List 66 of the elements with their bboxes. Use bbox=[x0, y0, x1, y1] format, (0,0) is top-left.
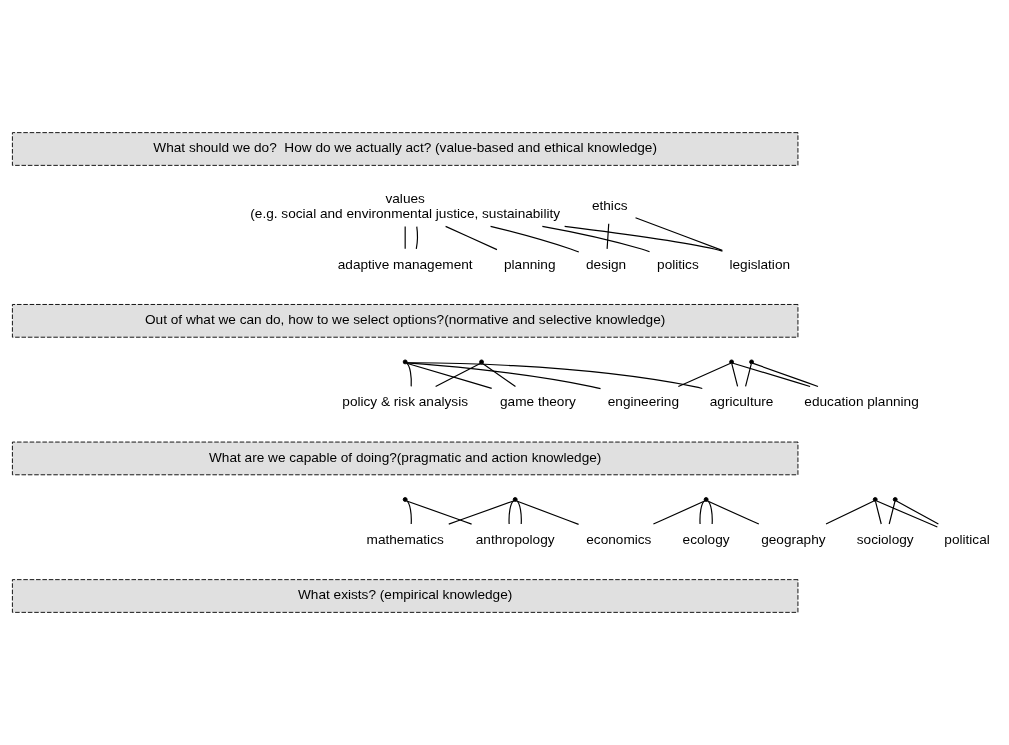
node-point bbox=[872, 497, 878, 502]
node-text: economics bbox=[586, 531, 652, 547]
node-text: mathematics bbox=[366, 531, 444, 547]
node-point bbox=[703, 497, 709, 502]
node-text: ecology bbox=[682, 531, 730, 547]
node-text: legislation bbox=[729, 256, 791, 272]
node-text: anthropology bbox=[475, 531, 555, 547]
connector bbox=[415, 225, 419, 250]
connector bbox=[508, 500, 515, 525]
node-box: What are we capable of doing?(pragmatic and action knowledge) bbox=[11, 441, 799, 476]
node-point bbox=[402, 497, 408, 502]
node-point bbox=[892, 497, 898, 502]
connector bbox=[606, 223, 610, 250]
node-box: What should we do? How do we actually act? (value-based and ethical knowledge) bbox=[11, 132, 799, 166]
node-text: agriculture bbox=[709, 394, 774, 410]
connector bbox=[490, 225, 580, 253]
node-text: design bbox=[586, 256, 627, 272]
connector bbox=[404, 225, 406, 250]
node-text: adaptive management bbox=[337, 256, 473, 272]
node-text: values (e.g. social and environmental justice, sustainability bbox=[250, 190, 561, 222]
connector bbox=[516, 500, 580, 525]
connector bbox=[445, 225, 498, 251]
node-text: sociology bbox=[856, 531, 914, 547]
node-text: geography bbox=[761, 531, 826, 547]
connector bbox=[448, 500, 515, 525]
connector bbox=[699, 500, 706, 525]
connector bbox=[744, 363, 752, 388]
node-text: game theory bbox=[500, 394, 576, 410]
node-point bbox=[479, 359, 484, 365]
connector bbox=[731, 363, 739, 388]
connector bbox=[652, 500, 706, 525]
connector bbox=[482, 363, 517, 387]
connector bbox=[406, 500, 412, 525]
connector bbox=[406, 362, 412, 387]
connector bbox=[752, 362, 819, 388]
node-text: ethics bbox=[591, 198, 628, 214]
connector bbox=[707, 500, 760, 525]
node-text: policy & risk analysis bbox=[342, 394, 469, 410]
connector bbox=[516, 500, 522, 525]
node-point bbox=[402, 359, 408, 365]
node-point bbox=[512, 497, 518, 502]
node-text: engineering bbox=[607, 394, 679, 410]
connector bbox=[406, 362, 703, 390]
connector bbox=[895, 500, 939, 525]
connector bbox=[634, 217, 723, 251]
connector bbox=[876, 500, 938, 528]
connector bbox=[888, 501, 896, 525]
connector bbox=[564, 225, 724, 252]
connector bbox=[541, 225, 651, 253]
node-box: What exists? (empirical knowledge) bbox=[11, 579, 799, 613]
node-point bbox=[729, 359, 734, 365]
connector bbox=[406, 362, 602, 390]
connector bbox=[825, 500, 875, 525]
node-point bbox=[749, 359, 754, 365]
connector bbox=[732, 362, 811, 388]
node-text: planning bbox=[503, 256, 556, 272]
node-text: politics bbox=[657, 256, 699, 272]
connector bbox=[706, 500, 713, 525]
node-box: Out of what we can do, how to we select options?(normative and selective knowledge) bbox=[11, 304, 799, 338]
connector bbox=[406, 362, 493, 389]
connector bbox=[406, 500, 473, 525]
node-text: education planning bbox=[804, 394, 919, 410]
node-text: political bbox=[944, 531, 990, 547]
connector bbox=[874, 501, 882, 525]
connector bbox=[435, 362, 481, 387]
connector bbox=[677, 362, 731, 388]
